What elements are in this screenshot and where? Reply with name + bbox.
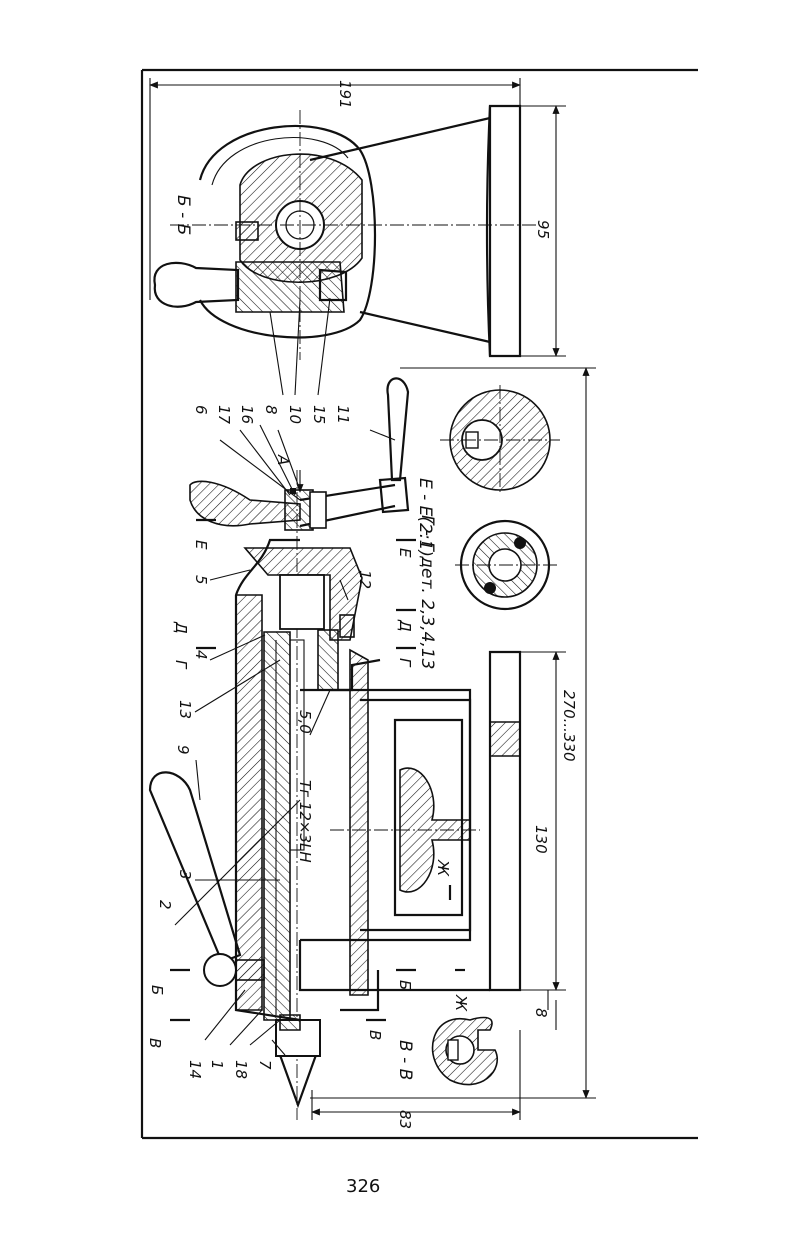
callout-7: 7 bbox=[256, 1060, 274, 1070]
section-markers bbox=[170, 518, 465, 1022]
mark-e-right: Е bbox=[396, 548, 414, 558]
frame bbox=[140, 68, 698, 1140]
callout-6: 6 bbox=[192, 405, 210, 415]
section-bb-title: Б - Б bbox=[173, 195, 193, 235]
leaders bbox=[174, 424, 396, 1056]
bed-base-view bbox=[298, 367, 596, 1120]
callout-2: 2 bbox=[156, 900, 174, 910]
mark-b-left: Б bbox=[148, 985, 166, 995]
mark-v-left: В bbox=[146, 1038, 164, 1048]
mark-g-left: Г bbox=[172, 660, 190, 670]
callout-12: 12 bbox=[356, 570, 374, 589]
callout-13: 13 bbox=[176, 700, 194, 719]
callout-18: 18 bbox=[232, 1060, 250, 1079]
section-ee-title: Е - Е(2:1) bbox=[415, 478, 435, 557]
callout-17: 17 bbox=[215, 405, 233, 425]
callout-4: 4 bbox=[192, 650, 210, 660]
section-gg-detail bbox=[455, 519, 560, 611]
mark-v-right: В bbox=[366, 1030, 384, 1040]
callout-labels: 14 1 18 7 2 3 13 4 5 9 6 17 16 8 10 15 1… bbox=[156, 405, 374, 1079]
thread-label: Тг 12×3LH bbox=[296, 780, 314, 863]
mark-e-left: Е bbox=[192, 540, 210, 550]
section-titles: Б - Б Е - Е(2:1) Г - Г дет. 2,3,4,13 В -… bbox=[173, 195, 437, 1080]
mark-b-right: Б bbox=[396, 980, 414, 990]
mark-g-right: Г bbox=[396, 658, 414, 668]
dim-83: 83 bbox=[396, 1110, 414, 1129]
callout-16: 16 bbox=[238, 405, 256, 424]
mark-zh-bottom: Ж bbox=[452, 994, 470, 1012]
mark-d-right: Д bbox=[396, 619, 414, 632]
dim-130: 130 bbox=[532, 825, 550, 854]
callout-9: 9 bbox=[174, 745, 192, 755]
callout-14: 14 bbox=[186, 1060, 204, 1079]
section-gg-title: Г - Г дет. 2,3,4,13 bbox=[417, 515, 437, 670]
dim-191: 191 bbox=[336, 80, 354, 109]
dim-270-330: 270...330 bbox=[560, 690, 578, 762]
dim-8: 8 bbox=[532, 1008, 550, 1018]
mark-d-left: Д bbox=[172, 621, 190, 634]
callout-8: 8 bbox=[262, 405, 280, 415]
mark-zh-center: Ж bbox=[434, 859, 452, 877]
callout-5-0: 5,0 bbox=[296, 710, 314, 734]
section-vv-detail bbox=[431, 1016, 498, 1086]
section-vv-title: В - В bbox=[395, 1040, 415, 1080]
dim-95: 95 bbox=[534, 220, 552, 239]
callout-5: 5 bbox=[192, 575, 210, 585]
callout-15: 15 bbox=[310, 405, 328, 424]
callout-11: 11 bbox=[334, 405, 352, 424]
callout-3: 3 bbox=[176, 870, 194, 880]
callout-10: 10 bbox=[286, 405, 304, 424]
callout-1: 1 bbox=[208, 1060, 226, 1070]
section-mark-letters: В Б Г Д Е Е Д Г Б В Ж Ж bbox=[146, 540, 470, 1048]
page-number: 326 bbox=[346, 1176, 380, 1197]
section-bb-view bbox=[149, 78, 566, 396]
dimension-labels: 191 95 270...330 130 8 83 bbox=[336, 80, 578, 1129]
view-a-label: A bbox=[274, 454, 292, 465]
section-ee-detail bbox=[440, 385, 560, 495]
